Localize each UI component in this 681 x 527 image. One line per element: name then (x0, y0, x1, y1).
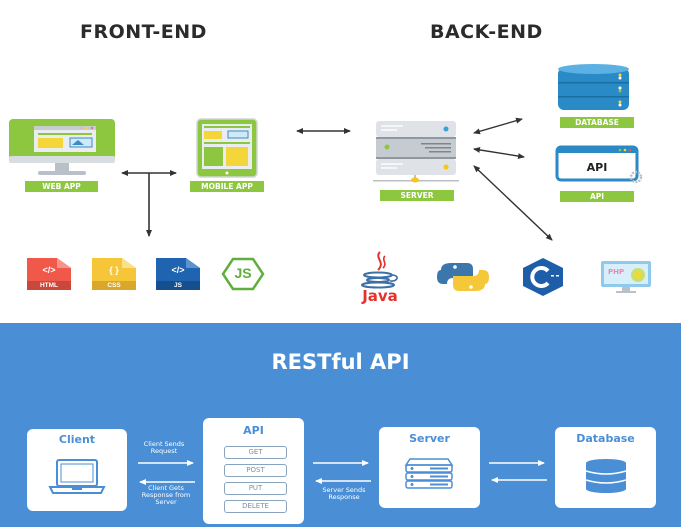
laptop-icon (48, 459, 106, 494)
arrow-server-database (473, 117, 523, 135)
frontend-heading: FRONT-END (80, 21, 207, 43)
server-node: SERVER (373, 120, 459, 202)
method-put: PUT (224, 482, 287, 495)
java-label: Java (362, 287, 398, 305)
js-file-icon: </> JS (154, 256, 202, 292)
backend-heading: BACK-END (430, 21, 543, 43)
java-icon: Java (352, 250, 408, 305)
css-file-icon: { } CSS (90, 256, 138, 292)
tablet-icon (196, 118, 258, 178)
frontend-connector-arrows (121, 117, 553, 241)
cplusplus-icon (523, 258, 563, 296)
js-glyph: </> (171, 265, 185, 275)
rest-flow-arrows (138, 460, 547, 485)
database-icon (558, 64, 629, 110)
server-rack-icon (373, 121, 459, 183)
js-label: JS (174, 282, 182, 289)
server-title: Server (409, 432, 450, 445)
python-icon (437, 263, 489, 291)
api-node: API API (555, 145, 645, 205)
method-delete: DELETE (224, 500, 287, 513)
api-window-text: API (587, 161, 608, 174)
html-file-icon: </> HTML (25, 256, 73, 292)
arrow-server-api (473, 146, 525, 160)
web-app-label: WEB APP (25, 181, 98, 192)
client-card: Client (27, 429, 127, 511)
client-title: Client (58, 433, 96, 446)
nodejs-label: JS (234, 265, 252, 281)
server-label: SERVER (380, 190, 454, 201)
css-label: CSS (107, 282, 121, 289)
mobile-app-label: MOBILE APP (190, 181, 264, 192)
client-response-text: Client Gets Response from Server (141, 484, 191, 506)
restful-api-panel: RESTful API Client Client Sends Request … (0, 323, 681, 527)
method-get: GET (224, 446, 287, 459)
svg-text:PHP: PHP (608, 268, 624, 276)
api-label: API (560, 191, 634, 202)
restful-api-title: RESTful API (271, 350, 410, 374)
client-request-text: Client Sends Request (143, 440, 185, 455)
server-response-text: Server Sends Response (322, 486, 366, 501)
api-card: API GET POST PUT DELETE (203, 418, 304, 524)
api-title: API (243, 424, 264, 437)
server-card: Server (379, 427, 480, 508)
html-label: HTML (39, 282, 59, 289)
method-post: POST (224, 464, 287, 477)
database-node: DATABASE (555, 63, 635, 131)
nodejs-icon: JS (221, 257, 265, 291)
database-label: DATABASE (560, 117, 634, 128)
php-monitor-icon: PHP (601, 261, 651, 293)
database-stack-icon (585, 459, 627, 493)
html-glyph: </> (42, 265, 56, 275)
arrow-server-tech (473, 165, 553, 241)
css-glyph: { } (109, 265, 119, 275)
web-app-node: WEB APP (8, 118, 116, 194)
database-card: Database (555, 427, 656, 508)
backend-tech-row: Java PHP (350, 245, 670, 305)
api-window-icon: API (555, 145, 643, 184)
server-stack-icon (404, 458, 454, 489)
database-title: Database (576, 432, 635, 445)
desktop-monitor-icon (9, 119, 115, 175)
mobile-app-node: MOBILE APP (188, 118, 268, 194)
frontend-tech-row: </> HTML { } CSS </> JS JS (25, 256, 275, 296)
